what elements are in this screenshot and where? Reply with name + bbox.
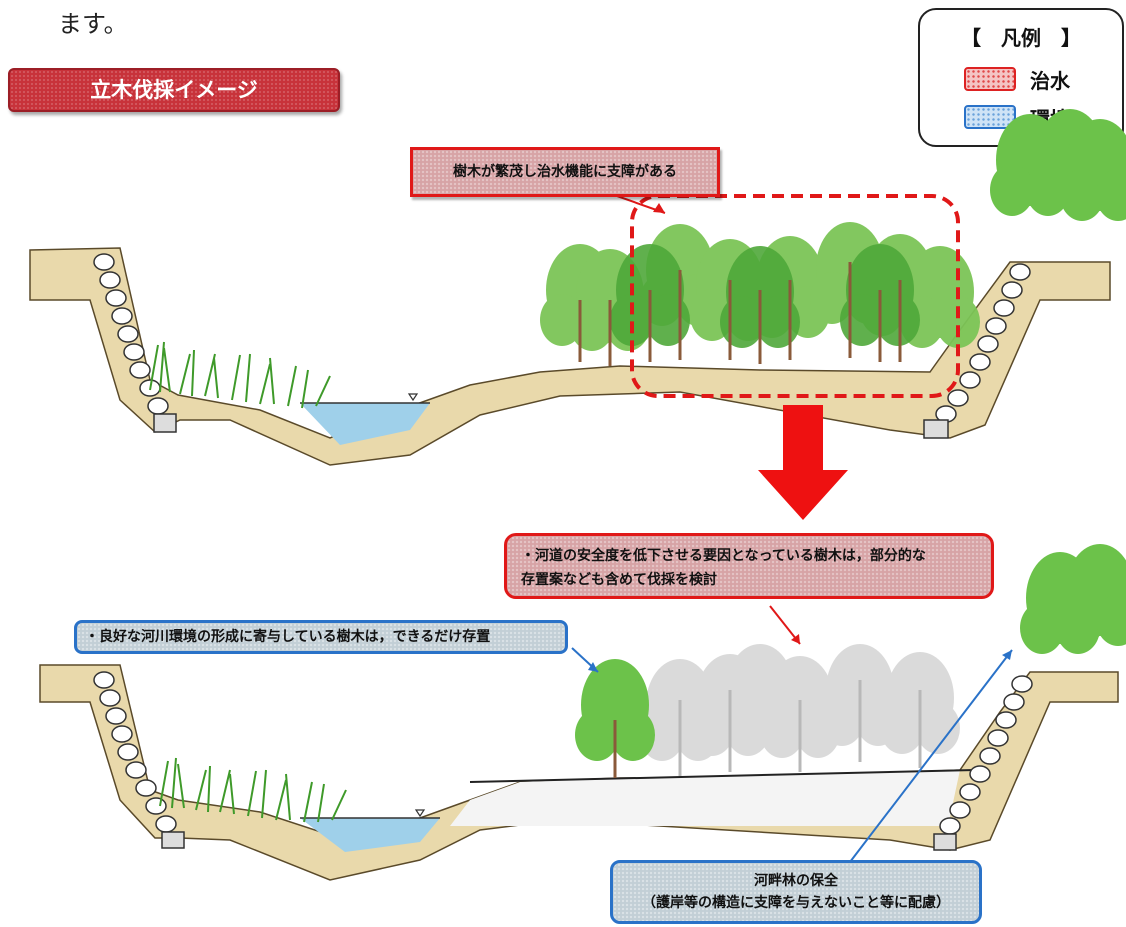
callout-safety-line1: ・河道の安全度を低下させる要因となっている樹木は，部分的な — [521, 548, 926, 564]
river-water-after — [300, 818, 440, 852]
grass-left-after — [159, 757, 347, 823]
callout-riparian-line1: 河畔林の保全 — [754, 873, 838, 889]
transition-down-arrow — [758, 405, 848, 520]
legend-item-flood-control: 治水 — [964, 64, 1070, 94]
cross-section-before — [29, 109, 1126, 466]
river-water-before — [300, 403, 430, 445]
revetment-stones-right — [923, 263, 1031, 439]
callout-riparian-line2: （護岸等の構造に支障を与えないこと等に配慮） — [642, 895, 950, 911]
callout-safety-felling: ・河道の安全度を低下させる要因となっている樹木は，部分的な 存置案なども含めて伐… — [504, 533, 994, 599]
legend-title: 【 凡例 】 — [961, 26, 1081, 50]
callout-environment-retain: ・良好な河川環境の形成に寄与している樹木は，できるだけ存置 — [74, 620, 568, 654]
intro-text-fragment: ます。 — [58, 10, 128, 38]
diagram-title-banner: 立木伐採イメージ — [8, 68, 340, 112]
legend-label-flood-control: 治水 — [1030, 68, 1070, 93]
cross-section-after — [39, 544, 1126, 881]
riparian-trees-right — [1020, 544, 1126, 654]
dense-trees-highlight-box — [630, 194, 960, 398]
revetment-stones-right-after — [933, 675, 1033, 851]
revetment-stones-left-after — [93, 671, 185, 849]
callout-riparian-forest: 河畔林の保全 （護岸等の構造に支障を与えないこと等に配慮） — [610, 860, 982, 924]
trees-dense-before — [540, 109, 1126, 366]
callout-safety-line2: 存置案なども含めて伐採を検討 — [521, 572, 717, 588]
grass-left-before — [149, 341, 331, 409]
revetment-stones-left — [93, 253, 177, 433]
environment-swatch — [964, 105, 1016, 129]
flood-control-swatch — [964, 67, 1016, 91]
callout-dense-trees: 樹木が繁茂し治水機能に支障がある — [410, 147, 720, 197]
retained-tree — [575, 659, 655, 778]
cleared-floodplain — [450, 770, 960, 826]
